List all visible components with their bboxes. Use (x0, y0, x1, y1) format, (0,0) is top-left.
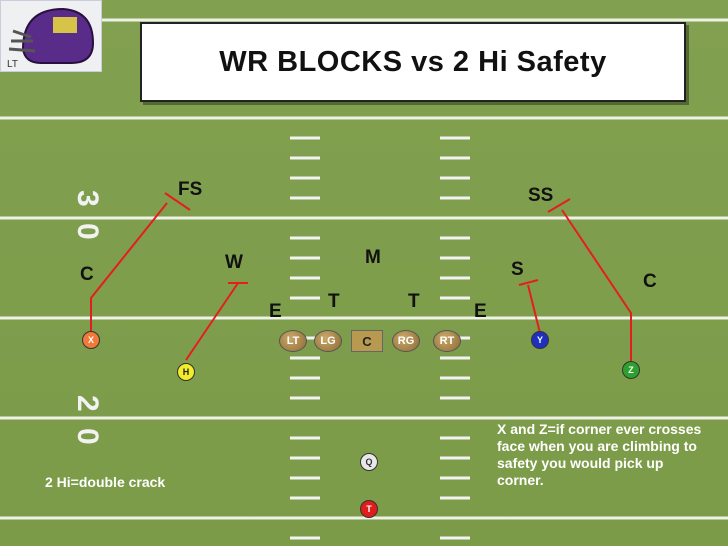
defender-fs: FS (178, 179, 203, 200)
defender-c-left: C (80, 264, 94, 285)
player-t: T (360, 500, 378, 518)
player-lt: LT (279, 330, 307, 352)
defender-s: S (511, 259, 524, 280)
yard-number-20: 2 0 (71, 395, 104, 449)
y-block-mark (518, 279, 539, 286)
defender-w: W (225, 252, 243, 273)
defender-e-right: E (474, 301, 487, 322)
defender-c-right: C (643, 271, 657, 292)
svg-text:LT: LT (7, 59, 18, 70)
football-helmet-icon: LT (7, 7, 95, 70)
x-route (90, 202, 168, 333)
player-rg: RG (392, 330, 420, 352)
z-route (561, 209, 632, 362)
defender-ss: SS (528, 185, 554, 206)
page-title: WR BLOCKS vs 2 Hi Safety (219, 45, 607, 78)
title-box: WR BLOCKS vs 2 Hi Safety (140, 22, 686, 102)
defender-t-right: T (408, 291, 420, 312)
player-x: X (82, 331, 100, 349)
team-logo: LT (0, 0, 102, 72)
note-right: X and Z=if corner ever crosses face when… (497, 421, 702, 488)
defender-t-left: T (328, 291, 340, 312)
defender-e-left: E (269, 301, 282, 322)
x-block-mark (164, 192, 191, 211)
player-lg: LG (314, 330, 342, 352)
player-y: Y (531, 331, 549, 349)
player-z: Z (622, 361, 640, 379)
yard-number-30: 3 0 (71, 190, 104, 244)
note-left: 2 Hi=double crack (45, 474, 166, 490)
defender-m: M (365, 247, 381, 268)
player-rt: RT (433, 330, 461, 352)
player-c: C (351, 330, 383, 352)
z-block-mark (547, 198, 571, 213)
h-route (185, 282, 239, 361)
player-q: Q (360, 453, 378, 471)
y-route (527, 284, 541, 334)
player-h: H (177, 363, 195, 381)
